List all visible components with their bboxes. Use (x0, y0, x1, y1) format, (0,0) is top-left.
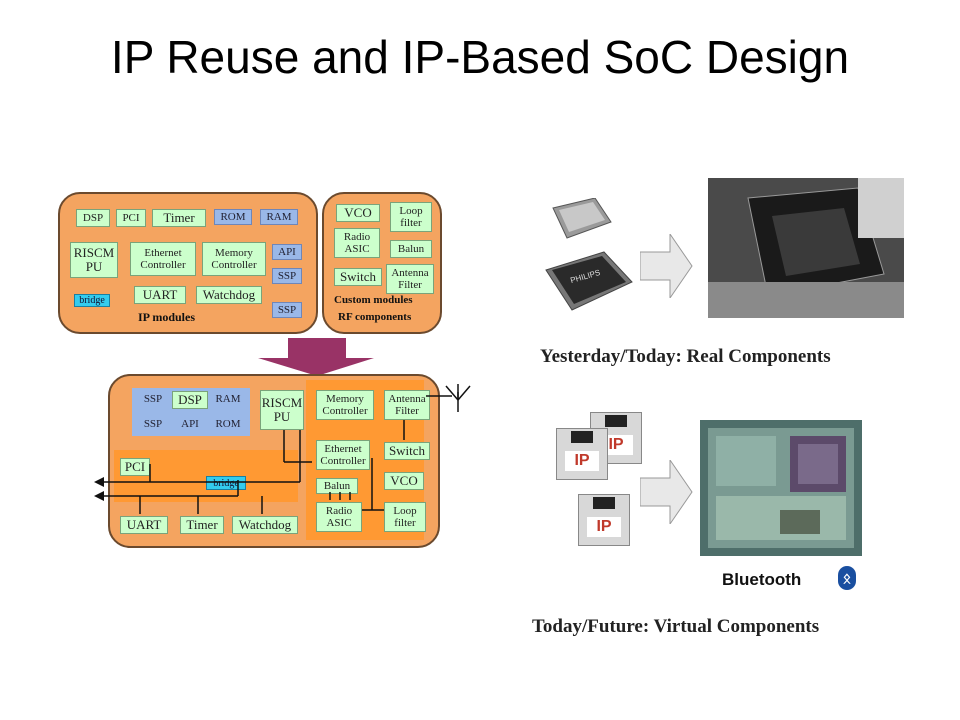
soc-block-riscm: RISCM PU (260, 390, 304, 430)
ip-block-ethernet: Ethernet Controller (130, 242, 196, 276)
ip-block-uart: UART (134, 286, 186, 304)
slide-title: IP Reuse and IP-Based SoC Design (110, 31, 850, 83)
soc-block-balun: Balun (316, 478, 358, 494)
caption-real-components: Yesterday/Today: Real Components (540, 346, 831, 367)
soc-block-radio-asic: Radio ASIC (316, 502, 362, 532)
ip-disk-2: IP (556, 428, 608, 480)
die-photo (700, 420, 862, 556)
chip-photo-philips: PHILIPS (540, 248, 636, 318)
ip-disk-3: IP (578, 494, 630, 546)
soc-block-loop-filter: Loop filter (384, 502, 426, 532)
rf-block-loop-filter: Loop filter (390, 202, 432, 232)
ip-block-dsp: DSP (76, 209, 110, 227)
soc-block-switch: Switch (384, 442, 430, 460)
ip-block-ssp: SSP (272, 268, 302, 284)
soc-block-memory: Memory Controller (316, 390, 374, 420)
bluetooth-icon: ᛟ (838, 566, 856, 590)
rf-block-antenna-filter: Antenna Filter (386, 264, 434, 294)
arrow-real (640, 234, 693, 298)
arrow-virtual (640, 460, 693, 524)
ip-block-api: API (272, 244, 302, 260)
soc-block-ram: RAM (210, 391, 246, 407)
chip-photo-small (545, 197, 615, 242)
ip-block-ssp-2: SSP (272, 302, 302, 318)
soc-block-bridge: bridge (206, 476, 246, 490)
soc-panel: SSP DSP RAM SSP API ROM RISCM PU Memory … (108, 374, 440, 548)
soc-block-dsp: DSP (172, 391, 208, 409)
ip-block-pci: PCI (116, 209, 146, 227)
rf-caption-custom: Custom modules (334, 294, 413, 306)
ip-block-watchdog: Watchdog (196, 286, 262, 304)
ip-block-riscm: RISCM PU (70, 242, 118, 278)
soc-block-timer: Timer (180, 516, 224, 534)
soc-block-pci: PCI (120, 458, 150, 476)
ip-block-rom: ROM (214, 209, 252, 225)
soc-block-antenna-filter: Antenna Filter (384, 390, 430, 420)
ip-disk-label-2: IP (565, 451, 599, 471)
soc-block-ethernet: Ethernet Controller (316, 440, 370, 470)
rf-components-panel: VCO Loop filter Radio ASIC Balun Switch … (322, 192, 442, 334)
integration-arrow (258, 338, 374, 376)
rf-caption-rf: RF components (338, 311, 412, 323)
pcb-photo (708, 178, 904, 318)
bluetooth-label: Bluetooth (722, 570, 802, 589)
soc-block-api: API (172, 416, 208, 432)
ip-block-bridge: bridge (74, 294, 110, 307)
soc-block-ssp: SSP (136, 391, 170, 407)
ip-block-ram: RAM (260, 209, 298, 225)
soc-block-vco: VCO (384, 472, 424, 490)
rf-block-switch: Switch (334, 268, 382, 286)
ip-block-memory: Memory Controller (202, 242, 266, 276)
soc-block-watchdog: Watchdog (232, 516, 298, 534)
soc-block-rom: ROM (210, 416, 246, 432)
rf-block-vco: VCO (336, 204, 380, 222)
ip-block-timer: Timer (152, 209, 206, 227)
soc-block-ssp-2: SSP (136, 416, 170, 432)
rf-block-balun: Balun (390, 240, 432, 258)
ip-modules-panel: DSP PCI Timer ROM RAM RISCM PU Ethernet … (58, 192, 318, 334)
soc-block-uart: UART (120, 516, 168, 534)
ip-disk-label-3: IP (587, 517, 621, 537)
caption-virtual-components: Today/Future: Virtual Components (532, 616, 820, 637)
rf-block-radio-asic: Radio ASIC (334, 228, 380, 258)
ip-modules-caption: IP modules (138, 310, 196, 324)
